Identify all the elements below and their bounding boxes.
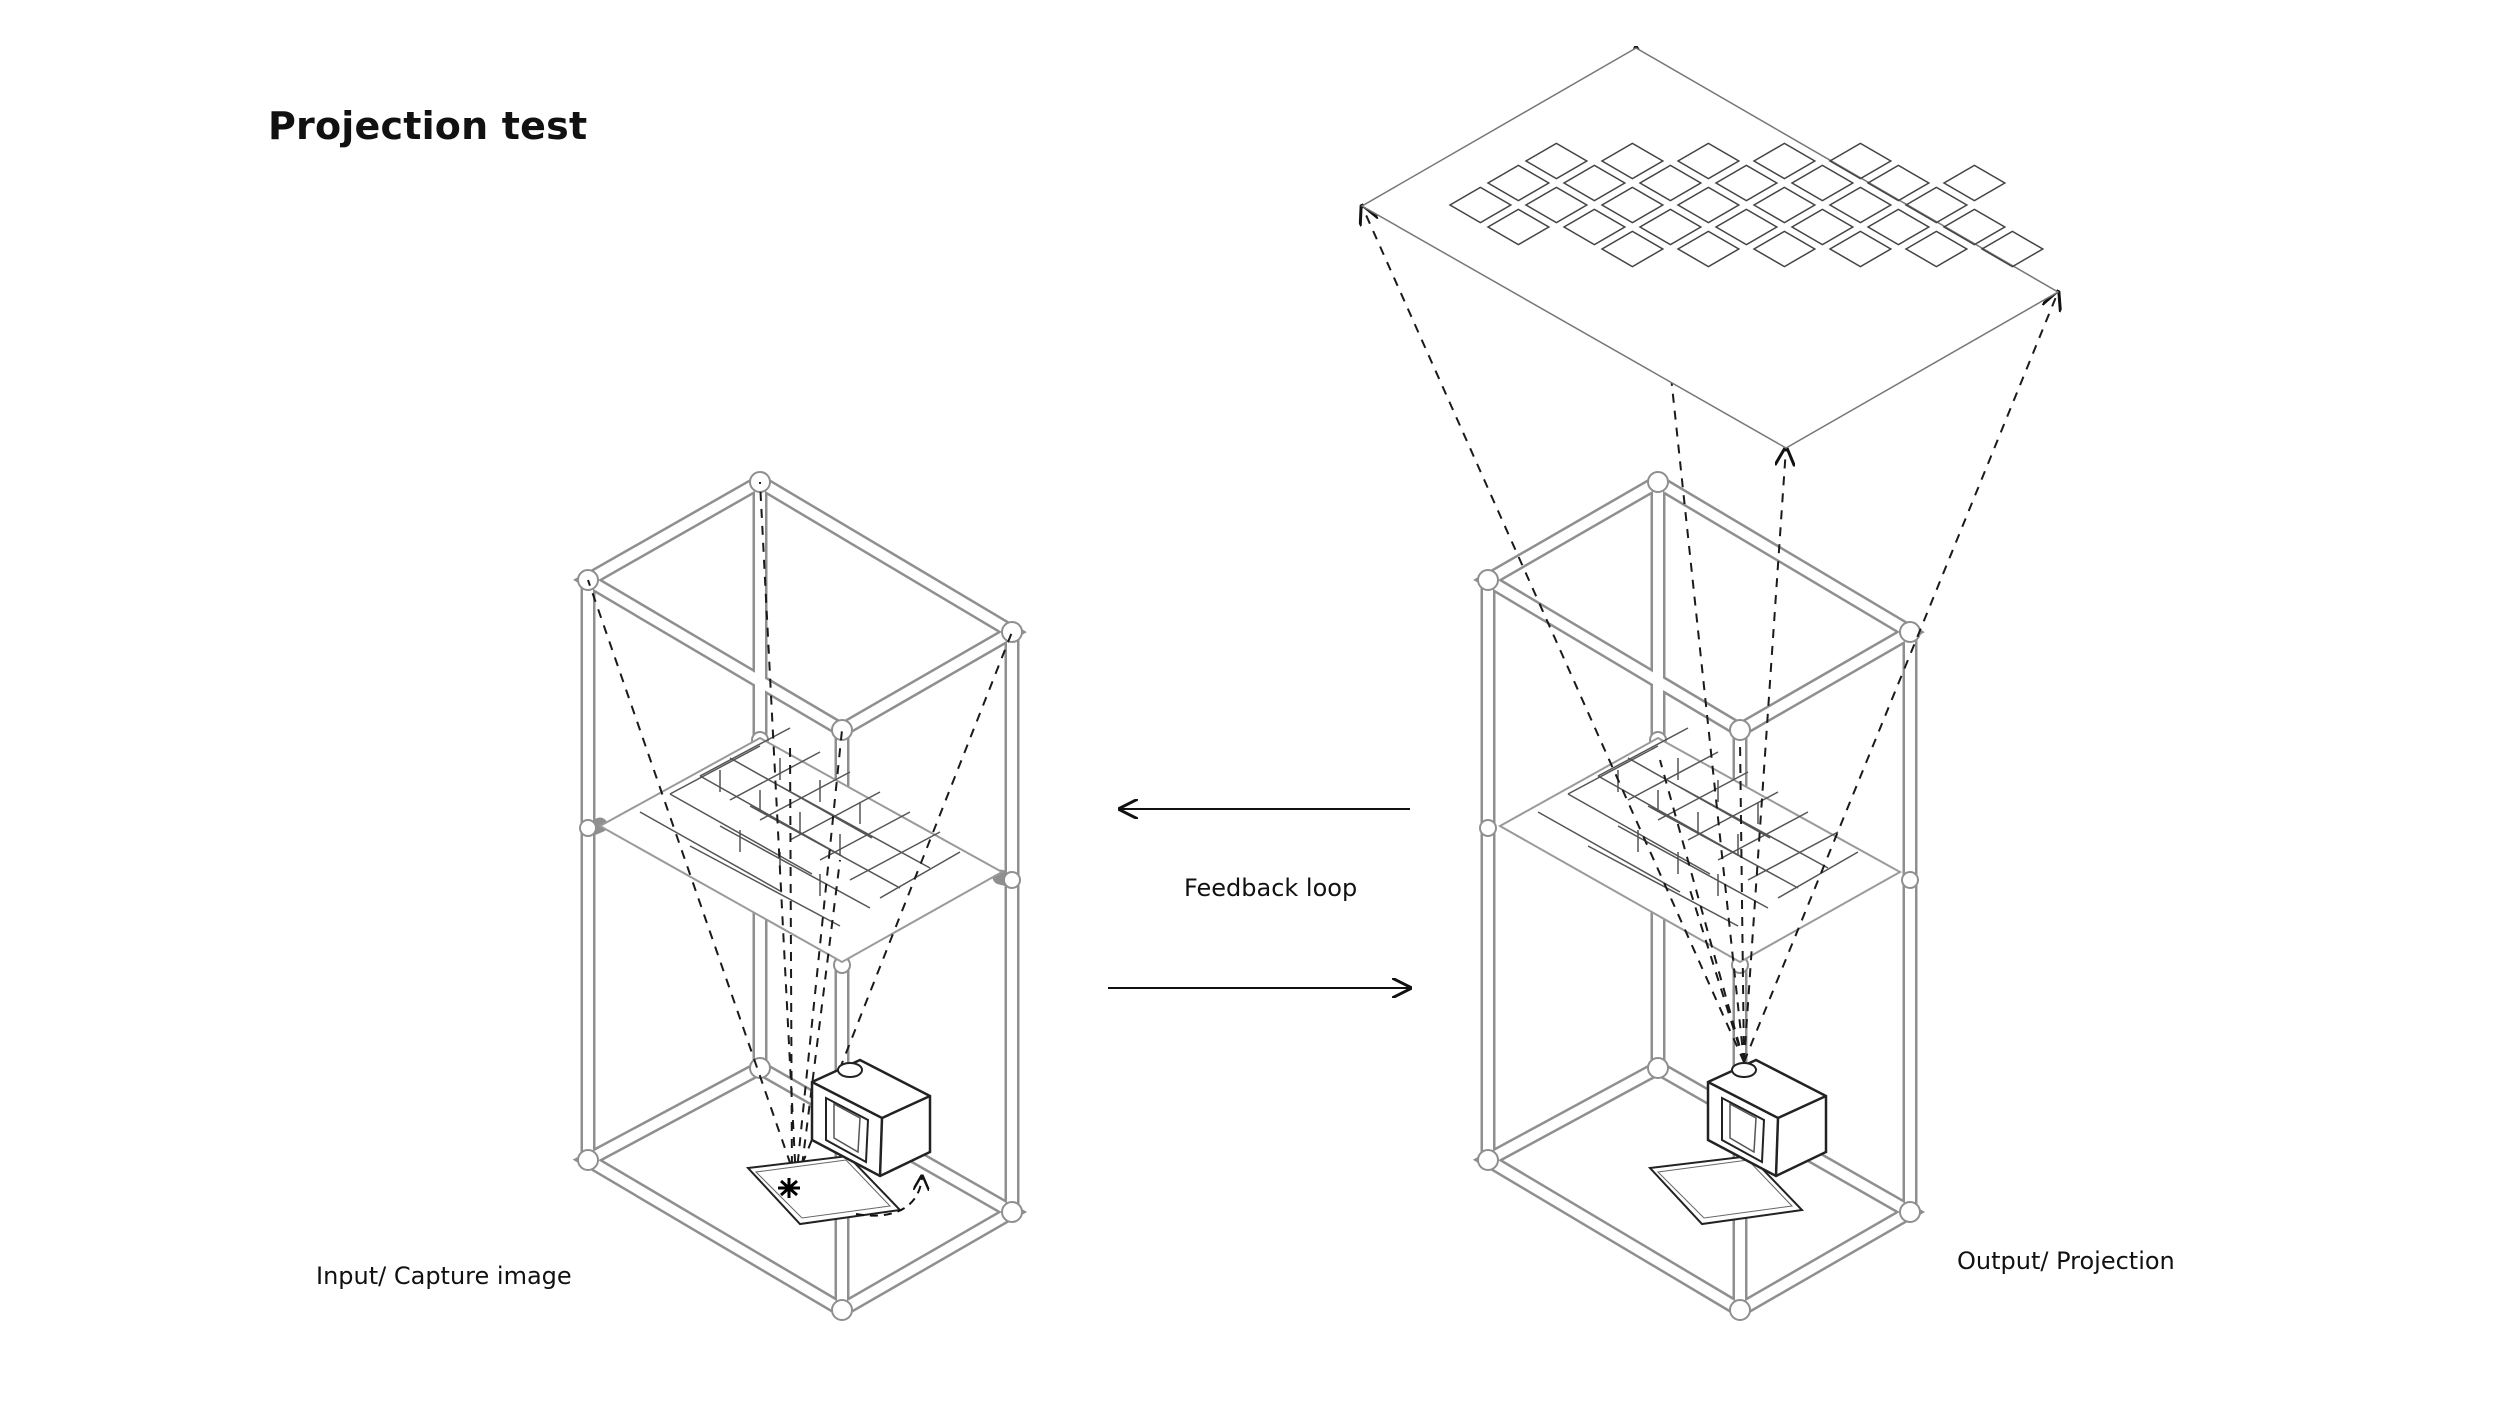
screen-grid-cell	[1600, 142, 1665, 180]
screen-grid-cell	[1790, 164, 1855, 202]
screen-grid-cell	[1752, 142, 1817, 180]
projection-rig	[1362, 48, 2058, 1321]
page-title: Projection test	[268, 104, 588, 148]
screen-grid-cell	[1676, 186, 1741, 224]
camera-icon	[1706, 1058, 1828, 1178]
camera-icon	[810, 1058, 932, 1178]
screen-grid-cell	[1942, 164, 2007, 202]
screen-grid-cell	[1638, 164, 1703, 202]
screen-grid-cell	[1866, 208, 1931, 246]
projection-screen	[1360, 47, 2060, 449]
screen-grid-cell	[1828, 142, 1893, 180]
screen-grid-cell	[1828, 186, 1893, 224]
screen-grid-cell	[1524, 186, 1589, 224]
screen-grid-cell	[1562, 164, 1627, 202]
screen-grid-cell	[1562, 208, 1627, 246]
screen-grid-cell	[1752, 230, 1817, 268]
screen-grid-cell	[1866, 164, 1931, 202]
screen-grid-cell	[1486, 208, 1551, 246]
output-label: Output/ Projection	[1957, 1247, 2175, 1275]
screen-grid-cell	[1752, 186, 1817, 224]
screen-grid-cell	[1904, 230, 1969, 268]
input-label: Input/ Capture image	[316, 1262, 572, 1290]
screen-grid-cell	[1600, 186, 1665, 224]
screen-grid-cell	[1980, 230, 2045, 268]
tablet-icon	[1647, 1154, 1805, 1226]
screen-grid-cell	[1904, 186, 1969, 224]
screen-grid-cell	[1714, 164, 1779, 202]
screen-grid-cell	[1600, 230, 1665, 268]
screen-grid-cell	[1676, 230, 1741, 268]
screen-grid-cell	[1714, 208, 1779, 246]
screen-grid-cell	[1676, 142, 1741, 180]
screen-grid-cell	[1790, 208, 1855, 246]
feedback-loop-label: Feedback loop	[1184, 874, 1358, 902]
screen-grid-cell	[1524, 142, 1589, 180]
screen-grid-cell	[1638, 208, 1703, 246]
screen-grid-cell	[1448, 186, 1513, 224]
screen-grid-cell	[1828, 230, 1893, 268]
screen-grid-cell	[1942, 208, 2007, 246]
screen-grid-cell	[1486, 164, 1551, 202]
capture-rig	[572, 471, 1028, 1321]
